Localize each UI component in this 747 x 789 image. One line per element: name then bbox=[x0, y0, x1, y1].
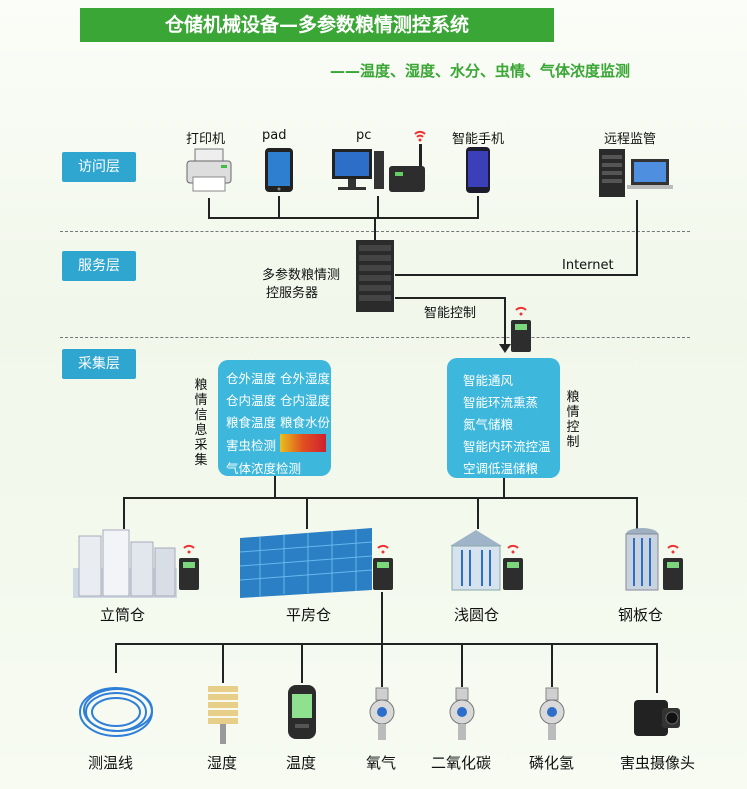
pc-monitor-icon bbox=[332, 149, 384, 190]
layer-collect: 采集层 bbox=[62, 349, 136, 379]
control-row-3: 氮气储粮 bbox=[463, 417, 514, 432]
heatmap-icon bbox=[280, 434, 326, 452]
layer-service: 服务层 bbox=[62, 251, 136, 281]
control-row-4: 智能内环流控温 bbox=[463, 439, 551, 454]
info-collect-box: 仓外温度 仓外湿度 仓内温度 仓内湿度 粮食温度 粮食水份 害虫检测 气体浓度检… bbox=[218, 360, 331, 476]
flat-controller-icon bbox=[373, 544, 393, 590]
internet-label: Internet bbox=[562, 258, 614, 273]
co2-sensor-icon bbox=[449, 687, 475, 740]
warehouse-drop-2 bbox=[306, 497, 308, 529]
server-label-line1: 多参数粮情测 bbox=[262, 268, 341, 283]
warehouse-drop-1 bbox=[123, 497, 125, 529]
info-row-4: 害虫检测 bbox=[226, 438, 277, 453]
pad-drop-line bbox=[278, 196, 280, 218]
warehouse-label-3: 浅圆仓 bbox=[454, 606, 500, 624]
wireless-gateway-icon bbox=[389, 130, 426, 192]
info-row-3: 粮食温度 粮食水份 bbox=[226, 415, 330, 430]
sensor-label-3: 温度 bbox=[286, 754, 317, 772]
warehouse-bus-line bbox=[123, 497, 637, 499]
layer-access: 访问层 bbox=[62, 152, 136, 182]
steel-silo-icon bbox=[625, 528, 659, 591]
arrow-down-icon bbox=[499, 344, 511, 353]
server-icon bbox=[356, 240, 394, 312]
printer-drop-line bbox=[208, 198, 210, 218]
warehouse-label-1: 立筒仓 bbox=[100, 606, 146, 624]
pc-drop-line bbox=[377, 196, 379, 218]
info-row-1: 仓外温度 仓外湿度 bbox=[226, 371, 330, 386]
sensor-drop-6 bbox=[551, 643, 553, 687]
control-row-2: 智能环流熏蒸 bbox=[463, 395, 539, 410]
sensor-drop-5 bbox=[461, 643, 463, 687]
silo-building-icon bbox=[73, 529, 177, 598]
humidity-sensor-icon bbox=[208, 686, 238, 744]
smart-control-label: 智能控制 bbox=[424, 306, 477, 321]
access-bus-line bbox=[208, 217, 479, 219]
grain-control-side-label: 粮情控制 bbox=[566, 390, 580, 450]
warehouse-label-2: 平房仓 bbox=[286, 606, 332, 624]
phone-drop-line bbox=[477, 196, 479, 218]
sensor-drop-1 bbox=[115, 643, 117, 673]
warehouse-drop-4 bbox=[636, 497, 638, 529]
info-row-2: 仓内温度 仓内湿度 bbox=[226, 393, 330, 408]
flat-warehouse-icon bbox=[239, 528, 373, 598]
sensor-drop-4 bbox=[381, 643, 383, 687]
control-row-1: 智能通风 bbox=[463, 373, 514, 388]
sensor-label-2: 湿度 bbox=[207, 754, 238, 772]
tablet-icon bbox=[265, 148, 293, 192]
shallow-controller-icon bbox=[503, 544, 523, 590]
sensor-label-1: 测温线 bbox=[88, 754, 134, 772]
sensor-label-5: 二氧化碳 bbox=[431, 754, 492, 772]
temperature-meter-icon bbox=[288, 685, 316, 739]
temperature-cable-icon bbox=[79, 687, 153, 737]
smartphone-icon bbox=[466, 147, 490, 193]
printer-icon bbox=[186, 148, 232, 192]
sensor-drop-7 bbox=[656, 643, 658, 693]
printer-label: 打印机 bbox=[186, 132, 226, 147]
sensor-bus-line bbox=[115, 643, 658, 645]
steel-controller-icon bbox=[663, 544, 683, 590]
shallow-silo-icon bbox=[450, 530, 502, 591]
sensor-label-4: 氧气 bbox=[366, 754, 397, 772]
sensor-drop-2 bbox=[222, 643, 224, 683]
control-row-5: 空调低温储粮 bbox=[463, 461, 539, 476]
sensor-label-7: 害虫摄像头 bbox=[620, 754, 696, 772]
pad-label: pad bbox=[262, 128, 287, 143]
server-to-controller-line bbox=[395, 297, 505, 299]
info-collect-side-label: 粮情信息采集 bbox=[194, 378, 208, 468]
subtitle: ——温度、湿度、水分、虫情、气体浓度监测 bbox=[330, 62, 631, 80]
remote-monitor-icon bbox=[599, 149, 673, 197]
remote-drop-line bbox=[636, 200, 638, 276]
flat-to-sensor-line bbox=[381, 592, 383, 644]
info-to-bus-line bbox=[274, 476, 276, 498]
controller-icon bbox=[511, 306, 531, 352]
phone-label: 智能手机 bbox=[452, 132, 505, 147]
server-label-line2: 控服务器 bbox=[266, 286, 319, 301]
sensor-drop-3 bbox=[301, 643, 303, 683]
warehouse-drop-3 bbox=[477, 497, 479, 529]
pest-camera-icon bbox=[634, 700, 680, 736]
sensor-label-6: 磷化氢 bbox=[529, 754, 575, 772]
internet-line bbox=[395, 274, 638, 276]
info-row-5: 气体浓度检测 bbox=[226, 461, 302, 476]
grain-control-box: 智能通风 智能环流熏蒸 氮气储粮 智能内环流控温 空调低温储粮 bbox=[447, 358, 560, 478]
access-to-server-line bbox=[374, 217, 376, 240]
warehouse-label-4: 钢板仓 bbox=[618, 606, 664, 624]
separator-service-collect bbox=[60, 337, 690, 338]
phosphine-sensor-icon bbox=[539, 687, 565, 740]
silo-controller-icon bbox=[179, 544, 199, 590]
control-to-bus-line bbox=[503, 478, 505, 498]
pc-label: pc bbox=[356, 128, 372, 143]
title-banner: 仓储机械设备—多参数粮情测控系统 bbox=[80, 8, 554, 42]
remote-label: 远程监管 bbox=[604, 132, 657, 147]
controller-down-line bbox=[504, 297, 506, 349]
oxygen-sensor-icon bbox=[369, 687, 395, 740]
